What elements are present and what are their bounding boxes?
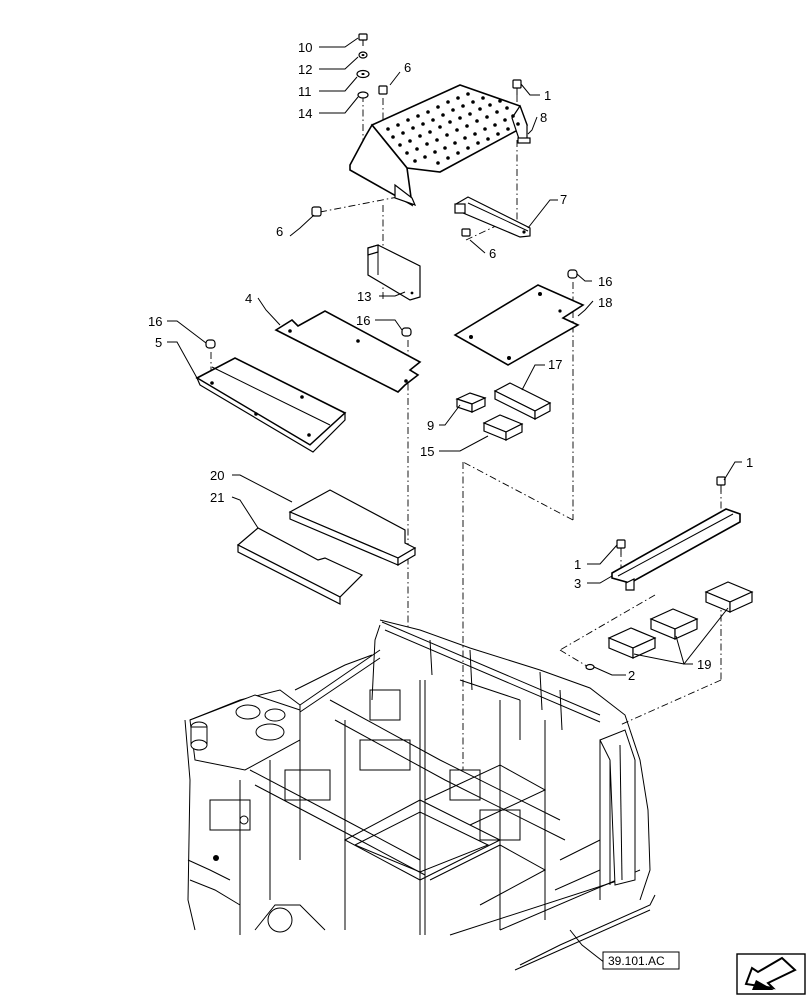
callout-20: 20: [210, 468, 224, 483]
callout-21: 21: [210, 490, 224, 505]
arrow-left-down-icon[interactable]: [736, 953, 806, 995]
callout-8: 8: [540, 110, 547, 125]
callout-6-bracket: 6: [489, 246, 496, 261]
callout-11: 11: [298, 84, 312, 99]
plate-5: [195, 339, 347, 453]
step-fasteners: [311, 79, 522, 237]
callout-6-left: 6: [276, 224, 283, 239]
callout-1-lower: 1: [574, 557, 581, 572]
plate-3: [611, 476, 741, 591]
callout-5: 5: [155, 335, 162, 350]
callout-16-left: 16: [148, 314, 162, 329]
callout-7: 7: [560, 192, 567, 207]
plate-4: [274, 310, 422, 393]
callout-16-right: 16: [598, 274, 612, 289]
blocks-19: [585, 581, 754, 671]
callout-1-right: 1: [746, 455, 753, 470]
callout-15: 15: [420, 444, 434, 459]
callout-6-top: 6: [404, 60, 411, 75]
cover-block: [367, 244, 421, 301]
leader-lines: [167, 37, 742, 964]
callout-17: 17: [548, 357, 562, 372]
callout-12: 12: [298, 62, 312, 77]
callout-18: 18: [598, 295, 612, 310]
callout-labels: 10 12 11 14 6 1 8 7 6 6 13 16 18 4 16 16…: [148, 40, 753, 683]
callout-14: 14: [298, 106, 312, 121]
callout-4: 4: [245, 291, 252, 306]
callout-1-top: 1: [544, 88, 551, 103]
perforation-holes: [386, 92, 520, 165]
callout-9: 9: [427, 418, 434, 433]
callout-3: 3: [574, 576, 581, 591]
bracket-bar: [454, 196, 531, 238]
reference-tag[interactable]: 39.101.AC: [602, 951, 680, 970]
callout-19: 19: [697, 657, 711, 672]
callout-2: 2: [628, 668, 635, 683]
callout-10: 10: [298, 40, 312, 55]
bolt-washer-stack: [356, 33, 370, 99]
alignment-lines: [210, 95, 722, 770]
callout-16-mid: 16: [356, 313, 370, 328]
machine-frame: [184, 619, 656, 971]
mats: [236, 489, 417, 605]
plate-18: [453, 269, 585, 366]
callout-13: 13: [357, 289, 371, 304]
foam-blocks: [455, 382, 552, 441]
perforated-step-plate: [349, 84, 531, 207]
reference-tag-label: 39.101.AC: [608, 954, 665, 968]
